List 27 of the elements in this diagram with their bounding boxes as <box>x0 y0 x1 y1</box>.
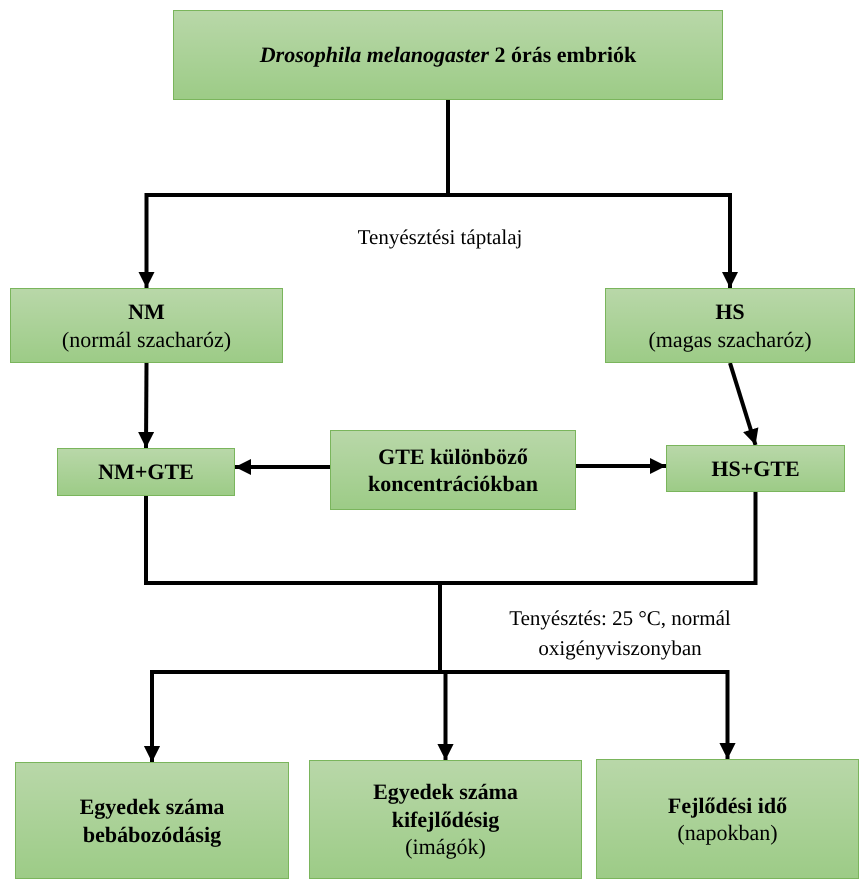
process-box <box>596 759 859 879</box>
process-box <box>605 288 855 363</box>
process-box <box>666 445 845 492</box>
arrow <box>576 458 666 474</box>
box-subtext: (normál szacharóz) <box>62 326 232 353</box>
process-box <box>173 10 723 100</box>
process-box <box>57 448 235 496</box>
box-heading: Drosophila melanogaster 2 órás embriók <box>260 41 636 69</box>
box-heading: Fejlődési idő <box>668 792 788 819</box>
box-heading: HS <box>715 298 745 326</box>
box-heading: HS+GTE <box>711 454 800 482</box>
box-heading: Egyedek száma bebábozódásig <box>78 793 226 848</box>
process-box <box>330 430 576 510</box>
process-box <box>10 288 283 363</box>
box-heading: GTE különböző koncentrációkban <box>367 442 539 498</box>
arrow <box>728 362 758 446</box>
arrow <box>235 459 330 475</box>
box-subtext: (magas szacharóz) <box>648 326 812 353</box>
process-box <box>309 760 582 879</box>
arrow <box>138 362 154 448</box>
box-subtext: (imágók) <box>405 833 486 861</box>
box-subtext: (napokban) <box>677 819 778 846</box>
box-heading: NM+GTE <box>98 458 194 486</box>
box-heading: Egyedek száma kifejlődésig <box>372 778 519 834</box>
box-heading: NM <box>128 298 165 326</box>
process-box <box>15 762 289 879</box>
arrow <box>446 100 738 288</box>
